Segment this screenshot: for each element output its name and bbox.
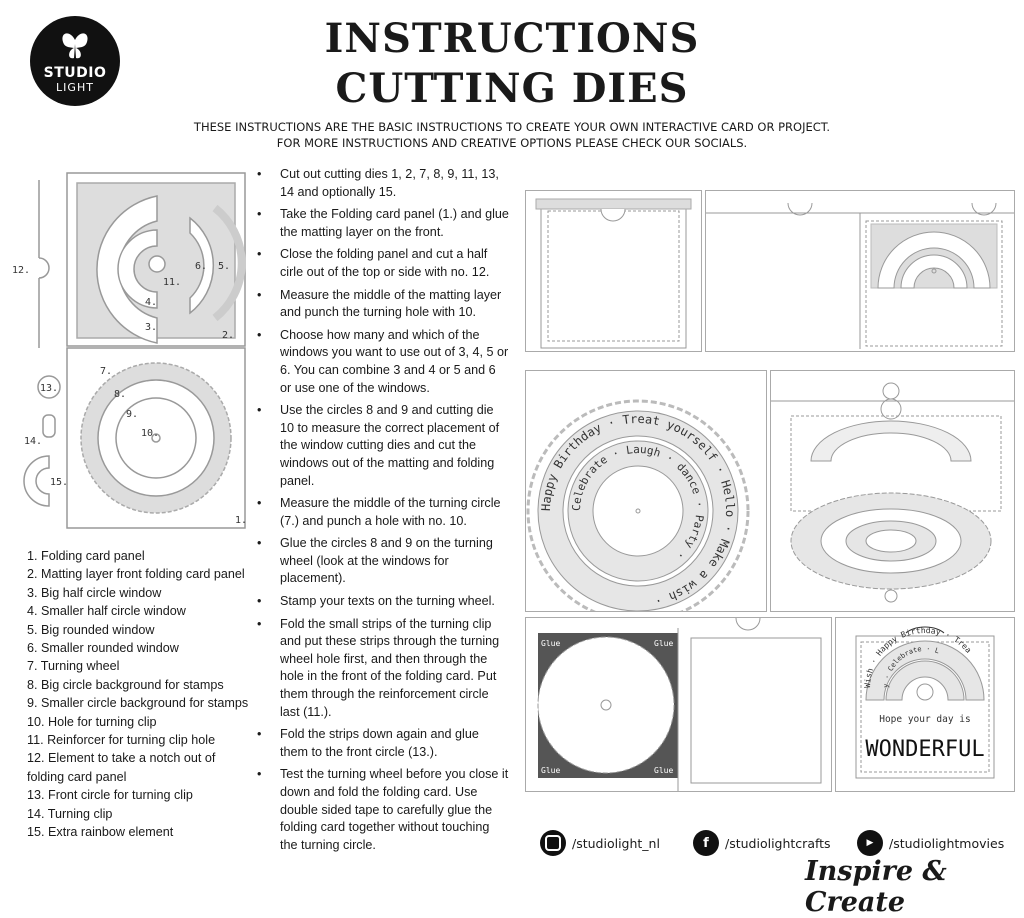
part-item: 1. Folding card panel: [27, 549, 145, 563]
steps-list: Cut out cutting dies 1, 2, 7, 8, 9, 11, …: [255, 166, 510, 859]
subtitle-line: FOR MORE INSTRUCTIONS AND CREATIVE OPTIO…: [276, 136, 748, 150]
logo-text: LIGHT: [56, 81, 94, 94]
die-label: 11.: [163, 277, 181, 288]
logo-text: STUDIO: [43, 65, 107, 81]
part-item: 6. Smaller rounded window: [27, 641, 179, 656]
die-label: 7.: [100, 366, 112, 377]
part-item: 15. Extra rainbow element: [27, 825, 174, 840]
social-handle[interactable]: /studiolightcrafts: [725, 835, 831, 851]
part-item: 7. Turning wheel: [27, 659, 120, 674]
die-label: 15.: [50, 477, 68, 488]
die-label: 14.: [24, 436, 42, 447]
step-illustration-assembly: [770, 370, 1015, 612]
studio-light-logo: STUDIO LIGHT: [30, 16, 120, 106]
step-item: Take the Folding card panel (1.) and glu…: [255, 206, 510, 241]
butterfly-icon: [62, 33, 88, 59]
step-item: Glue the circles 8 and 9 on the turning …: [255, 535, 510, 588]
part-item: 11. Reinforcer for turning clip hole: [27, 733, 216, 748]
part-item: 5. Big rounded window: [27, 622, 155, 637]
part-item: 10. Hole for turning clip: [27, 714, 157, 729]
step-illustration-turning-wheel: Happy Birthday · Treat yourself · Hello …: [525, 370, 767, 623]
step-item: Stamp your texts on the turning wheel.: [255, 593, 510, 611]
die-label: 4.: [145, 297, 157, 308]
part-item: 12. Element to take a notch out of foldi…: [27, 751, 216, 784]
step-item: Measure the middle of the matting layer …: [255, 287, 510, 322]
instagram-icon: [540, 830, 566, 856]
social-handle[interactable]: /studiolight_nl: [572, 835, 660, 851]
step-item: Use the circles 8 and 9 and cutting die …: [255, 402, 510, 490]
glue-label: Glue: [654, 639, 673, 648]
social-facebook[interactable]: f /studiolightcrafts: [693, 830, 831, 856]
step-item: Choose how many and which of the windows…: [255, 327, 510, 397]
social-youtube[interactable]: ▶ /studiolightmovies: [857, 830, 1004, 856]
die-label: 13.: [40, 383, 58, 394]
die-label: 8.: [114, 389, 126, 400]
glue-label: Glue: [654, 766, 673, 775]
social-handle[interactable]: /studiolightmovies: [889, 835, 1005, 851]
part-item: 13. Front circle for turning clip: [27, 788, 193, 803]
die-label: 1.: [235, 515, 247, 526]
die-label: 2.: [222, 330, 234, 341]
title-line: INSTRUCTIONS: [324, 15, 700, 62]
step-item: Fold the small strips of the turning cli…: [255, 616, 510, 722]
social-instagram[interactable]: /studiolight_nl: [540, 830, 660, 856]
die-label: 3.: [145, 322, 157, 333]
die-label: 10.: [141, 428, 159, 439]
step-illustration-glue: Glue Glue Glue Glue: [525, 617, 832, 792]
finished-card-illustration: Wish · Happy Birthday · Trea y · Celebra…: [835, 617, 1015, 792]
die-label: 6.: [195, 261, 207, 272]
facebook-icon: f: [693, 830, 719, 856]
step-illustration-windows: [705, 190, 1015, 352]
part-item: 3. Big half circle window: [27, 585, 162, 600]
subtitle-line: THESE INSTRUCTIONS ARE THE BASIC INSTRUC…: [193, 120, 831, 134]
step-item: Measure the middle of the turning circle…: [255, 495, 510, 530]
die-layout-diagram: 1. 2. 3. 4. 5. 6. 7. 8. 9. 10. 11. 12. 1…: [12, 172, 247, 529]
parts-list: 1. Folding card panel 2. Matting layer fr…: [27, 547, 255, 842]
part-item: 9. Smaller circle background for stamps: [27, 696, 249, 711]
step-item: Cut out cutting dies 1, 2, 7, 8, 9, 11, …: [255, 166, 510, 201]
part-item: 8. Big circle background for stamps: [27, 677, 224, 692]
part-item: 4. Smaller half circle window: [27, 604, 186, 619]
youtube-icon: ▶: [857, 830, 883, 856]
die-label: 9.: [126, 409, 138, 420]
glue-label: Glue: [541, 639, 560, 648]
glue-label: Glue: [541, 766, 560, 775]
die-label: 5.: [218, 261, 230, 272]
subtitle: THESE INSTRUCTIONS ARE THE BASIC INSTRUC…: [120, 119, 904, 151]
page-title: INSTRUCTIONS CUTTING DIES: [200, 14, 824, 114]
step-item: Fold the strips down again and glue them…: [255, 726, 510, 761]
step-illustration-notch: [525, 190, 702, 352]
step-item: Test the turning wheel before you close …: [255, 766, 510, 854]
die-label: 12.: [12, 265, 30, 276]
slogan: Inspire & Create: [805, 856, 947, 918]
card-headline: WONDERFUL: [865, 737, 984, 762]
card-greeting: Hope your day is: [879, 714, 971, 725]
title-line: CUTTING DIES: [335, 65, 689, 112]
part-item: 2. Matting layer front folding card pane…: [27, 567, 245, 582]
step-item: Close the folding panel and cut a half c…: [255, 246, 510, 281]
part-item: 14. Turning clip: [27, 806, 113, 821]
